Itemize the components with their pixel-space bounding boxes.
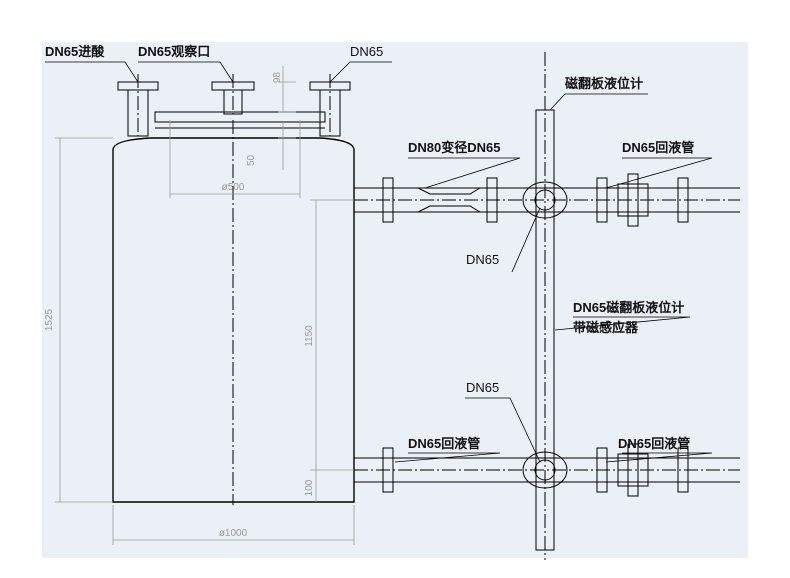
- leader-level-gauge: [549, 93, 648, 111]
- leader-return-top: [605, 157, 713, 189]
- label-observation-port: DN65观察口: [138, 44, 210, 59]
- label-reducer: DN80变径DN65: [408, 140, 500, 155]
- callout-labels: DN65进酸 DN65观察口 DN65 磁翻板液位计 DN80变径DN65 DN…: [45, 44, 694, 451]
- leader-reducer: [408, 157, 521, 189]
- tee-bore: [534, 189, 556, 211]
- valve-body: [617, 183, 649, 217]
- reducer-top: [417, 187, 481, 195]
- tee-body: [522, 451, 568, 489]
- lower-connection-pipe: [354, 443, 740, 497]
- flange: [382, 177, 394, 223]
- valve-body: [617, 453, 649, 487]
- level-gauge: [535, 52, 555, 560]
- label-return-bottom-right: DN65回液管: [618, 436, 690, 451]
- dim-500: ø500: [222, 182, 245, 193]
- label-sensor-line2: 带磁感应器: [573, 320, 639, 335]
- label-return-bottom-left: DN65回液管: [408, 436, 480, 451]
- label-tee-top: DN65: [466, 252, 499, 267]
- leader-return-bottom-left: [394, 452, 501, 463]
- dimension-texts: 98 50 ø500 1525 1150 100 ø1000: [44, 72, 315, 539]
- flange: [677, 447, 689, 493]
- dim-100: 100: [304, 479, 315, 496]
- upper-connection-pipe: [354, 173, 740, 227]
- leader-return-bottom-right: [605, 452, 713, 463]
- label-level-gauge: 磁翻板液位计: [565, 76, 643, 91]
- leader-top-nozzle: [329, 61, 392, 83]
- flange: [596, 447, 608, 493]
- label-top-nozzle: DN65: [350, 44, 383, 59]
- leader-sensor: [554, 316, 691, 331]
- dim-1150: 1150: [304, 325, 315, 347]
- top-bar: [154, 111, 326, 123]
- dim-98: 98: [272, 72, 283, 84]
- top-manifold: [154, 111, 326, 129]
- reducer-bottom: [417, 205, 481, 213]
- dim-1000: ø1000: [219, 528, 248, 539]
- vessel-shell: [112, 137, 355, 503]
- flange: [486, 177, 498, 223]
- flange: [382, 447, 394, 493]
- flange: [596, 177, 608, 223]
- leader-tee-bottom: [465, 397, 541, 463]
- label-tee-bottom: DN65: [466, 380, 499, 395]
- dim-1525: 1525: [44, 308, 55, 331]
- leader-lines: [45, 61, 713, 463]
- leader-tee-top: [511, 207, 541, 273]
- flange: [677, 177, 689, 223]
- label-acid-inlet: DN65进酸: [45, 44, 105, 59]
- label-level-gauge-sensor: DN65磁翻板液位计: [573, 300, 684, 315]
- leader-acid-inlet: [45, 61, 139, 83]
- valve-handwheel: [627, 443, 639, 497]
- dim-50: 50: [246, 154, 257, 166]
- tee-bore: [534, 459, 556, 481]
- leader-observation: [138, 61, 234, 83]
- label-return-top: DN65回液管: [622, 140, 694, 155]
- tee-body: [522, 181, 568, 219]
- dimension-lines: [55, 66, 355, 545]
- valve-handwheel: [627, 173, 639, 227]
